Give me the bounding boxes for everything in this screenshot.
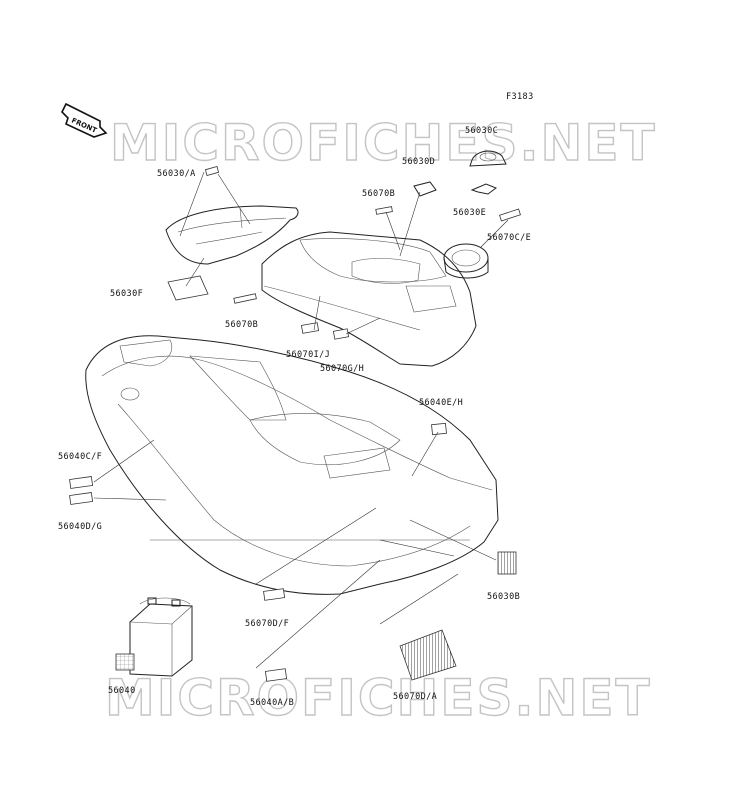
part-labels: 56030C 56030D 56030/A 56070B 56030E 5607…: [58, 126, 531, 708]
label-56070gh: 56070G/H: [320, 364, 364, 374]
front-hood-part: [165, 205, 299, 265]
label-56040dg: 56040D/G: [58, 522, 102, 532]
label-56070b: 56070B: [225, 320, 258, 330]
label-56030f: 56030F: [110, 289, 143, 299]
label-56040: 56040: [108, 686, 136, 696]
label-56030d: 56030D: [402, 157, 435, 167]
label-56040cf: 56040C/F: [58, 452, 102, 462]
watermark-bottom: MICROFICHES.NET: [105, 669, 652, 727]
figure-code: F3183: [506, 92, 534, 102]
leader-lines: [93, 171, 509, 669]
label-56040eh: 56040E/H: [419, 398, 463, 408]
deck-cowl-part: [261, 231, 477, 367]
label-56070da: 56070D/A: [393, 692, 437, 702]
label-56030e: 56030E: [453, 208, 486, 218]
small-parts: [413, 150, 521, 222]
label-56070ij: 56070I/J: [286, 350, 330, 360]
battery-part: [129, 597, 193, 677]
gauge-part: [443, 243, 489, 279]
label-56070df: 56070D/F: [245, 619, 289, 629]
watermark-top: MICROFICHES.NET: [110, 114, 657, 172]
stickers: [69, 166, 517, 682]
hull-part: [85, 335, 499, 595]
label-56030a: 56030/A: [157, 169, 196, 179]
label-56030c: 56030C: [465, 126, 498, 136]
label-56040ab: 56040A/B: [250, 698, 294, 708]
label-56030b: 56030B: [487, 592, 520, 602]
label-56070b-top: 56070B: [362, 189, 395, 199]
label-56070ce: 56070C/E: [487, 233, 531, 243]
front-arrow-icon: FRONT: [61, 102, 108, 138]
